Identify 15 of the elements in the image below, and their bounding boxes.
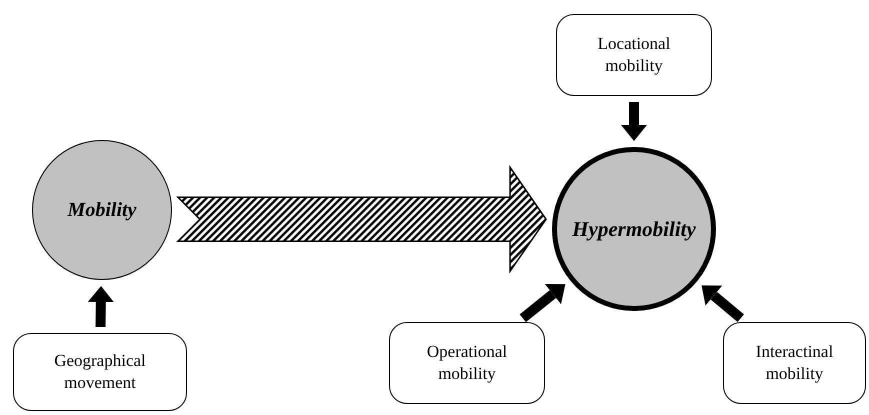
arrow [702, 285, 744, 322]
node-label: Interactinal mobility [754, 340, 834, 385]
node-label: Hypermobility [572, 216, 696, 242]
node-label: Geographical movement [53, 350, 147, 394]
rounded-box [389, 322, 545, 404]
rounded-box [723, 322, 866, 404]
arrow [520, 284, 566, 322]
arrow [88, 286, 114, 328]
rounded-box [13, 333, 187, 411]
node-label: Locational mobility [596, 32, 672, 77]
arrow [621, 102, 647, 141]
rounded-box [556, 14, 712, 96]
node-label: Mobility [68, 198, 136, 222]
node-label: Operational mobility [426, 340, 508, 385]
block-arrow [176, 164, 547, 274]
